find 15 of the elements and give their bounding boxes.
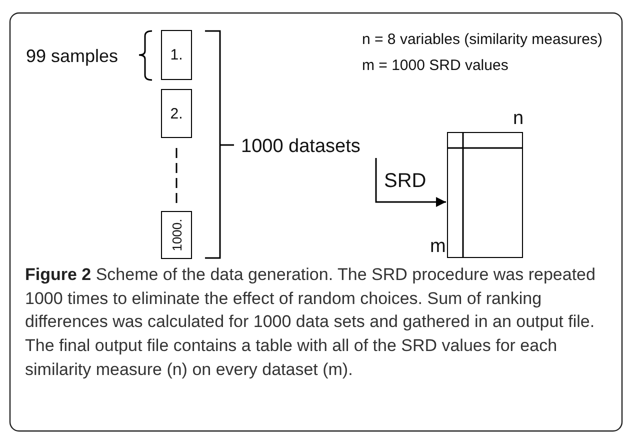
definition-text: m = 1000 SRD values <box>362 57 508 74</box>
dataset-number: 1000. <box>169 218 184 252</box>
dataset-box <box>161 89 192 138</box>
figure-caption: Figure 2 Scheme of the data generation. The SRD procedure was repeated 1000 times to eliminate the effect of random choices. Sum of ranking differences was calculated for 1000 data sets and gathered in an output file. The final output file contains a table with all of the SRD values for each similarity measure (n) on every dataset (m). <box>25 264 596 381</box>
dataset-number: 2. <box>170 105 183 122</box>
axis-letter: m <box>430 236 446 258</box>
arrow <box>375 158 446 207</box>
output-table <box>447 132 523 258</box>
sample-count-label: 99 samples <box>26 46 118 67</box>
dataset-box <box>161 211 192 259</box>
definition-text: n = 8 variables (similarity measures) <box>362 31 602 48</box>
dataset-box <box>161 30 192 80</box>
dataset-count-text: 1000 datasets <box>241 136 360 158</box>
axis-letter: n <box>513 108 524 130</box>
dataset-number: 1. <box>170 46 183 64</box>
